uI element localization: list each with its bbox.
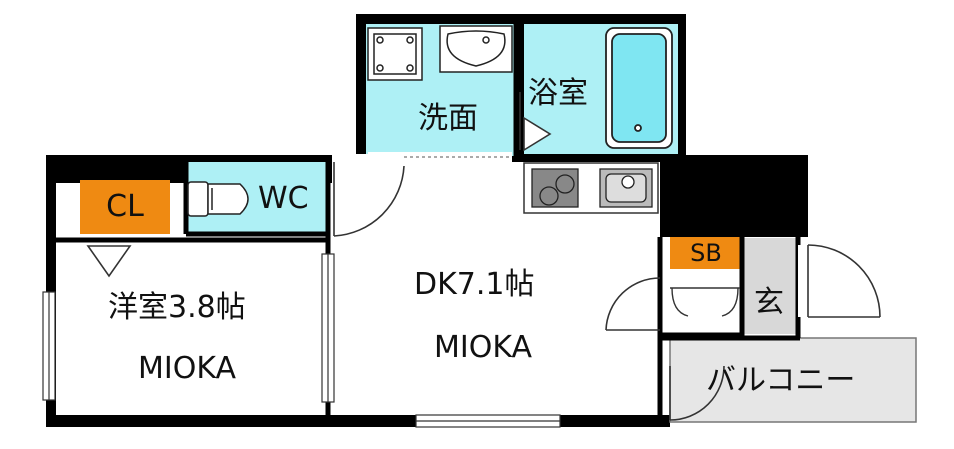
dk-label: DK7.1帖: [414, 267, 535, 302]
shoe-box-doors: [670, 287, 740, 317]
sink-icon: [599, 168, 653, 208]
shoe-box-block: [670, 237, 742, 269]
entry-door-gap: [798, 245, 808, 317]
wc-label: WC: [258, 181, 309, 216]
window-icon: [42, 253, 561, 428]
dk-door-gap: [332, 154, 404, 164]
washroom-label: 洗面: [418, 101, 478, 136]
washing-machine-icon: [367, 27, 423, 81]
western-room-floor: [56, 244, 326, 415]
entrance-label: 玄: [754, 285, 784, 320]
shoe-box-label: SB: [690, 239, 722, 267]
closet-label: CL: [106, 189, 144, 224]
washbasin-icon: [439, 25, 513, 73]
entrance-floor: [740, 238, 798, 334]
western-room-owner: MIOKA: [138, 351, 237, 386]
closet-block: [80, 180, 170, 234]
wall-east-block: [660, 155, 808, 237]
wall-south: [46, 415, 670, 427]
door-swing-icon: [86, 92, 881, 421]
western-room-label: 洋室3.8帖: [108, 290, 246, 325]
balcony-label: バルコニー: [706, 363, 856, 398]
bathtub-icon: [605, 27, 673, 149]
stove-icon: [531, 168, 579, 208]
dk-owner: MIOKA: [434, 330, 533, 365]
toilet-icon: [187, 181, 249, 217]
wall-west: [46, 155, 56, 427]
bathroom-label: 浴室: [528, 76, 588, 111]
